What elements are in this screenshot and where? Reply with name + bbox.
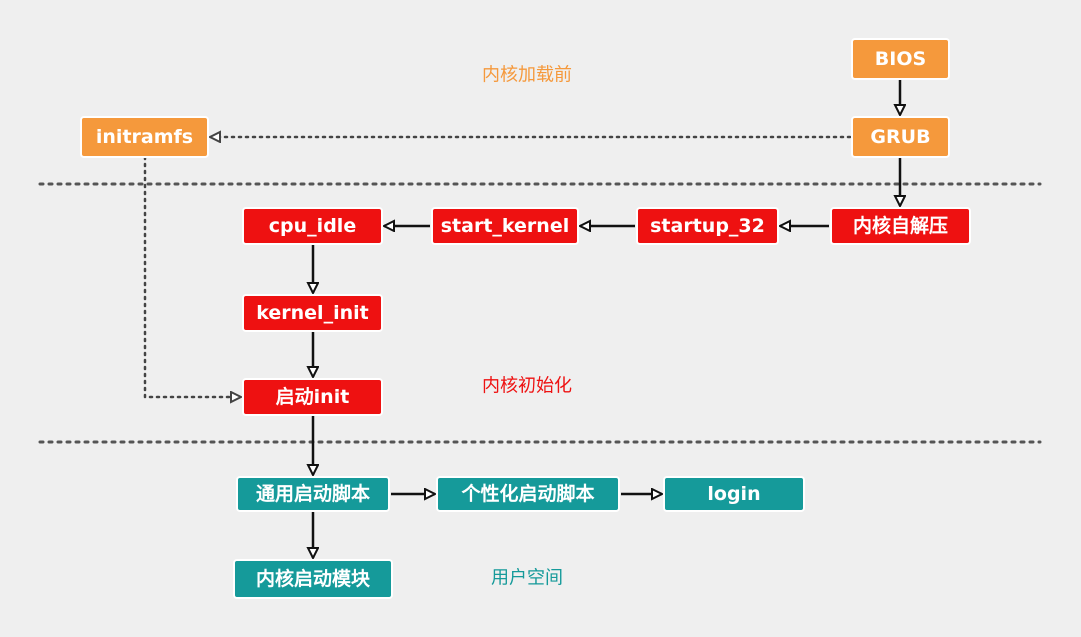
node-kernel-init: kernel_init	[242, 294, 383, 332]
node-label: 启动init	[276, 385, 350, 408]
node-cpu-idle: cpu_idle	[242, 207, 383, 245]
node-label: BIOS	[875, 48, 926, 70]
node-box	[436, 476, 620, 512]
node-start-kernel: start_kernel	[431, 207, 579, 245]
node-login: login	[663, 476, 805, 512]
node-common-scripts: 通用启动脚本	[236, 476, 390, 512]
node-decompress: 内核自解压	[830, 207, 971, 245]
node-label: cpu_idle	[269, 215, 356, 237]
node-box	[242, 378, 383, 416]
node-label: kernel_init	[256, 302, 368, 324]
node-startup-32: startup_32	[636, 207, 779, 245]
node-label: 内核自解压	[853, 214, 948, 237]
node-start-init: 启动init	[242, 378, 383, 416]
node-box	[236, 476, 390, 512]
edges-layer	[143, 79, 900, 558]
node-label: start_kernel	[441, 215, 569, 237]
arrow-initramfs-to-start-init	[143, 155, 241, 397]
node-box	[851, 38, 950, 80]
node-bios: BIOS	[851, 38, 950, 80]
node-box	[242, 207, 383, 245]
stage-label-kernel-init: 内核初始化	[482, 376, 572, 397]
node-label: GRUB	[870, 126, 930, 148]
node-custom-scripts: 个性化启动脚本	[436, 476, 620, 512]
node-label: 通用启动脚本	[256, 482, 370, 505]
node-box	[663, 476, 805, 512]
node-kernel-modules: 内核启动模块	[233, 559, 393, 599]
node-label: 个性化启动脚本	[460, 482, 594, 505]
node-box	[233, 559, 393, 599]
node-box	[830, 207, 971, 245]
node-box	[431, 207, 579, 245]
stage-label-user-space: 用户空间	[491, 568, 563, 589]
node-label: login	[707, 483, 760, 505]
node-box	[851, 116, 950, 158]
node-label: initramfs	[96, 126, 193, 148]
node-box	[636, 207, 779, 245]
nodes-layer: BIOS GRUB initramfs 内核自解压 startup_32 start_ke…	[80, 38, 971, 599]
node-box	[242, 294, 383, 332]
node-label: startup_32	[650, 215, 765, 237]
node-box	[80, 116, 209, 158]
node-initramfs: initramfs	[80, 116, 209, 158]
node-label: 内核启动模块	[256, 567, 371, 590]
node-grub: GRUB	[851, 116, 950, 158]
stage-label-pre-kernel: 内核加载前	[482, 65, 572, 86]
